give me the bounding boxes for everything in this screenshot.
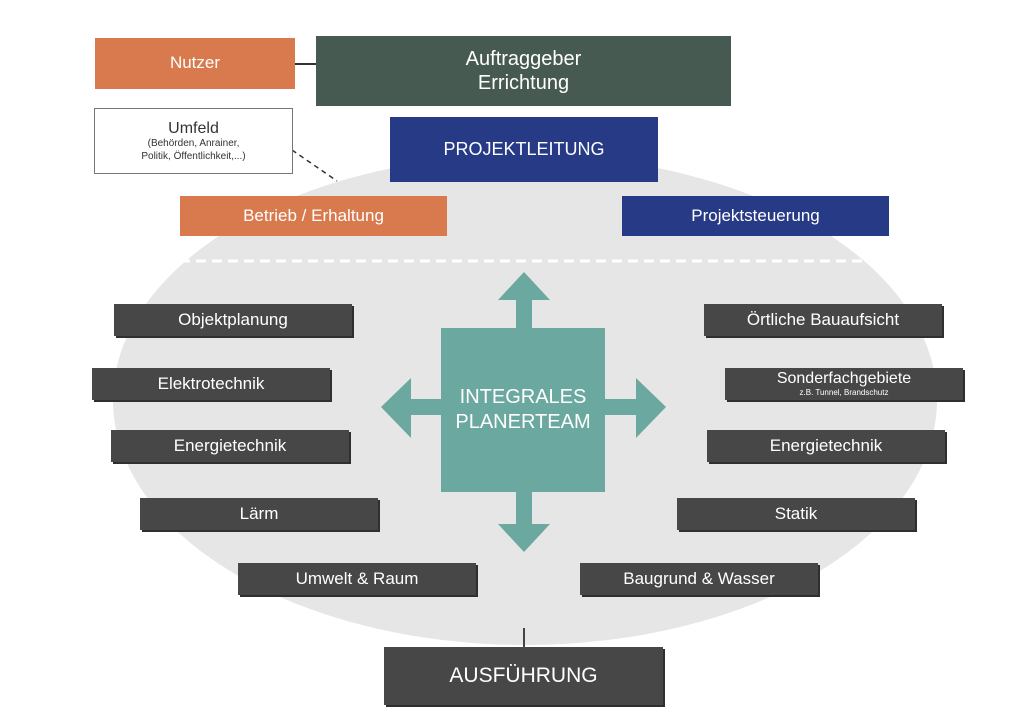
projektsteuerung-box: Projektsteuerung: [622, 196, 889, 236]
sonderfachgebiete-note: z.B. Tunnel, Brandschutz: [799, 387, 889, 397]
ausfuehrung-box: AUSFÜHRUNG: [384, 647, 663, 705]
betrieb-erhaltung-label: Betrieb / Erhaltung: [243, 205, 384, 225]
elektrotechnik-label: Elektrotechnik: [157, 373, 265, 393]
integrales-planerteam-label: INTEGRALES PLANERTEAM: [441, 330, 605, 490]
objektplanung-label: Objektplanung: [178, 309, 288, 329]
objektplanung-box: Objektplanung: [114, 304, 352, 336]
sonderfachgebiete-label: Sonderfachgebiete: [776, 370, 912, 388]
nutzer-label: Nutzer: [169, 53, 221, 73]
sonderfachgebiete-box: Sonderfachgebiete z.B. Tunnel, Brandschu…: [725, 368, 963, 400]
center-label-line2: PLANERTEAM: [455, 411, 591, 433]
statik-box: Statik: [677, 498, 915, 530]
umfeld-box: Umfeld (Behörden, Anrainer, Politik, Öff…: [94, 108, 293, 174]
center-label-line1: INTEGRALES: [459, 386, 587, 408]
oertliche-bauaufsicht-label: Örtliche Bauaufsicht: [746, 309, 900, 329]
projektleitung-box: PROJEKTLEITUNG: [390, 117, 658, 182]
integrales-planerteam-box: [441, 328, 605, 492]
statik-label: Statik: [774, 503, 818, 523]
auftraggeber-label-line2: Errichtung: [477, 72, 570, 94]
ausfuehrung-label: AUSFÜHRUNG: [449, 664, 598, 688]
umwelt-raum-label: Umwelt & Raum: [295, 568, 419, 588]
umwelt-raum-box: Umwelt & Raum: [238, 563, 476, 595]
auftraggeber-label-line1: Auftraggeber: [465, 48, 582, 70]
betrieb-erhaltung-box: Betrieb / Erhaltung: [180, 196, 447, 236]
arrow-up: [498, 272, 550, 332]
energietechnik-right-box: Energietechnik: [707, 430, 945, 462]
projektleitung-label: PROJEKTLEITUNG: [443, 138, 605, 159]
arrow-right: [600, 378, 666, 438]
arrow-down: [498, 486, 550, 552]
nutzer-box: Nutzer: [95, 38, 295, 89]
projektsteuerung-label: Projektsteuerung: [691, 205, 820, 225]
elektrotechnik-box: Elektrotechnik: [92, 368, 330, 400]
energietechnik-left-label: Energietechnik: [173, 435, 287, 455]
umfeld-detail-line2: Politik, Öffentlichkeit,...): [141, 150, 246, 162]
umfeld-connector-dashed: [291, 149, 338, 182]
central-arrows: [381, 272, 666, 552]
energietechnik-right-label: Energietechnik: [769, 435, 883, 455]
baugrund-wasser-label: Baugrund & Wasser: [623, 568, 775, 588]
arrow-left: [381, 378, 446, 438]
laerm-label: Lärm: [239, 503, 279, 523]
umfeld-detail-line1: (Behörden, Anrainer,: [147, 138, 240, 150]
energietechnik-left-box: Energietechnik: [111, 430, 349, 462]
laerm-box: Lärm: [140, 498, 378, 530]
oertliche-bauaufsicht-box: Örtliche Bauaufsicht: [704, 304, 942, 336]
umfeld-title: Umfeld: [168, 119, 219, 137]
auftraggeber-box: Auftraggeber Errichtung: [316, 36, 731, 106]
baugrund-wasser-box: Baugrund & Wasser: [580, 563, 818, 595]
